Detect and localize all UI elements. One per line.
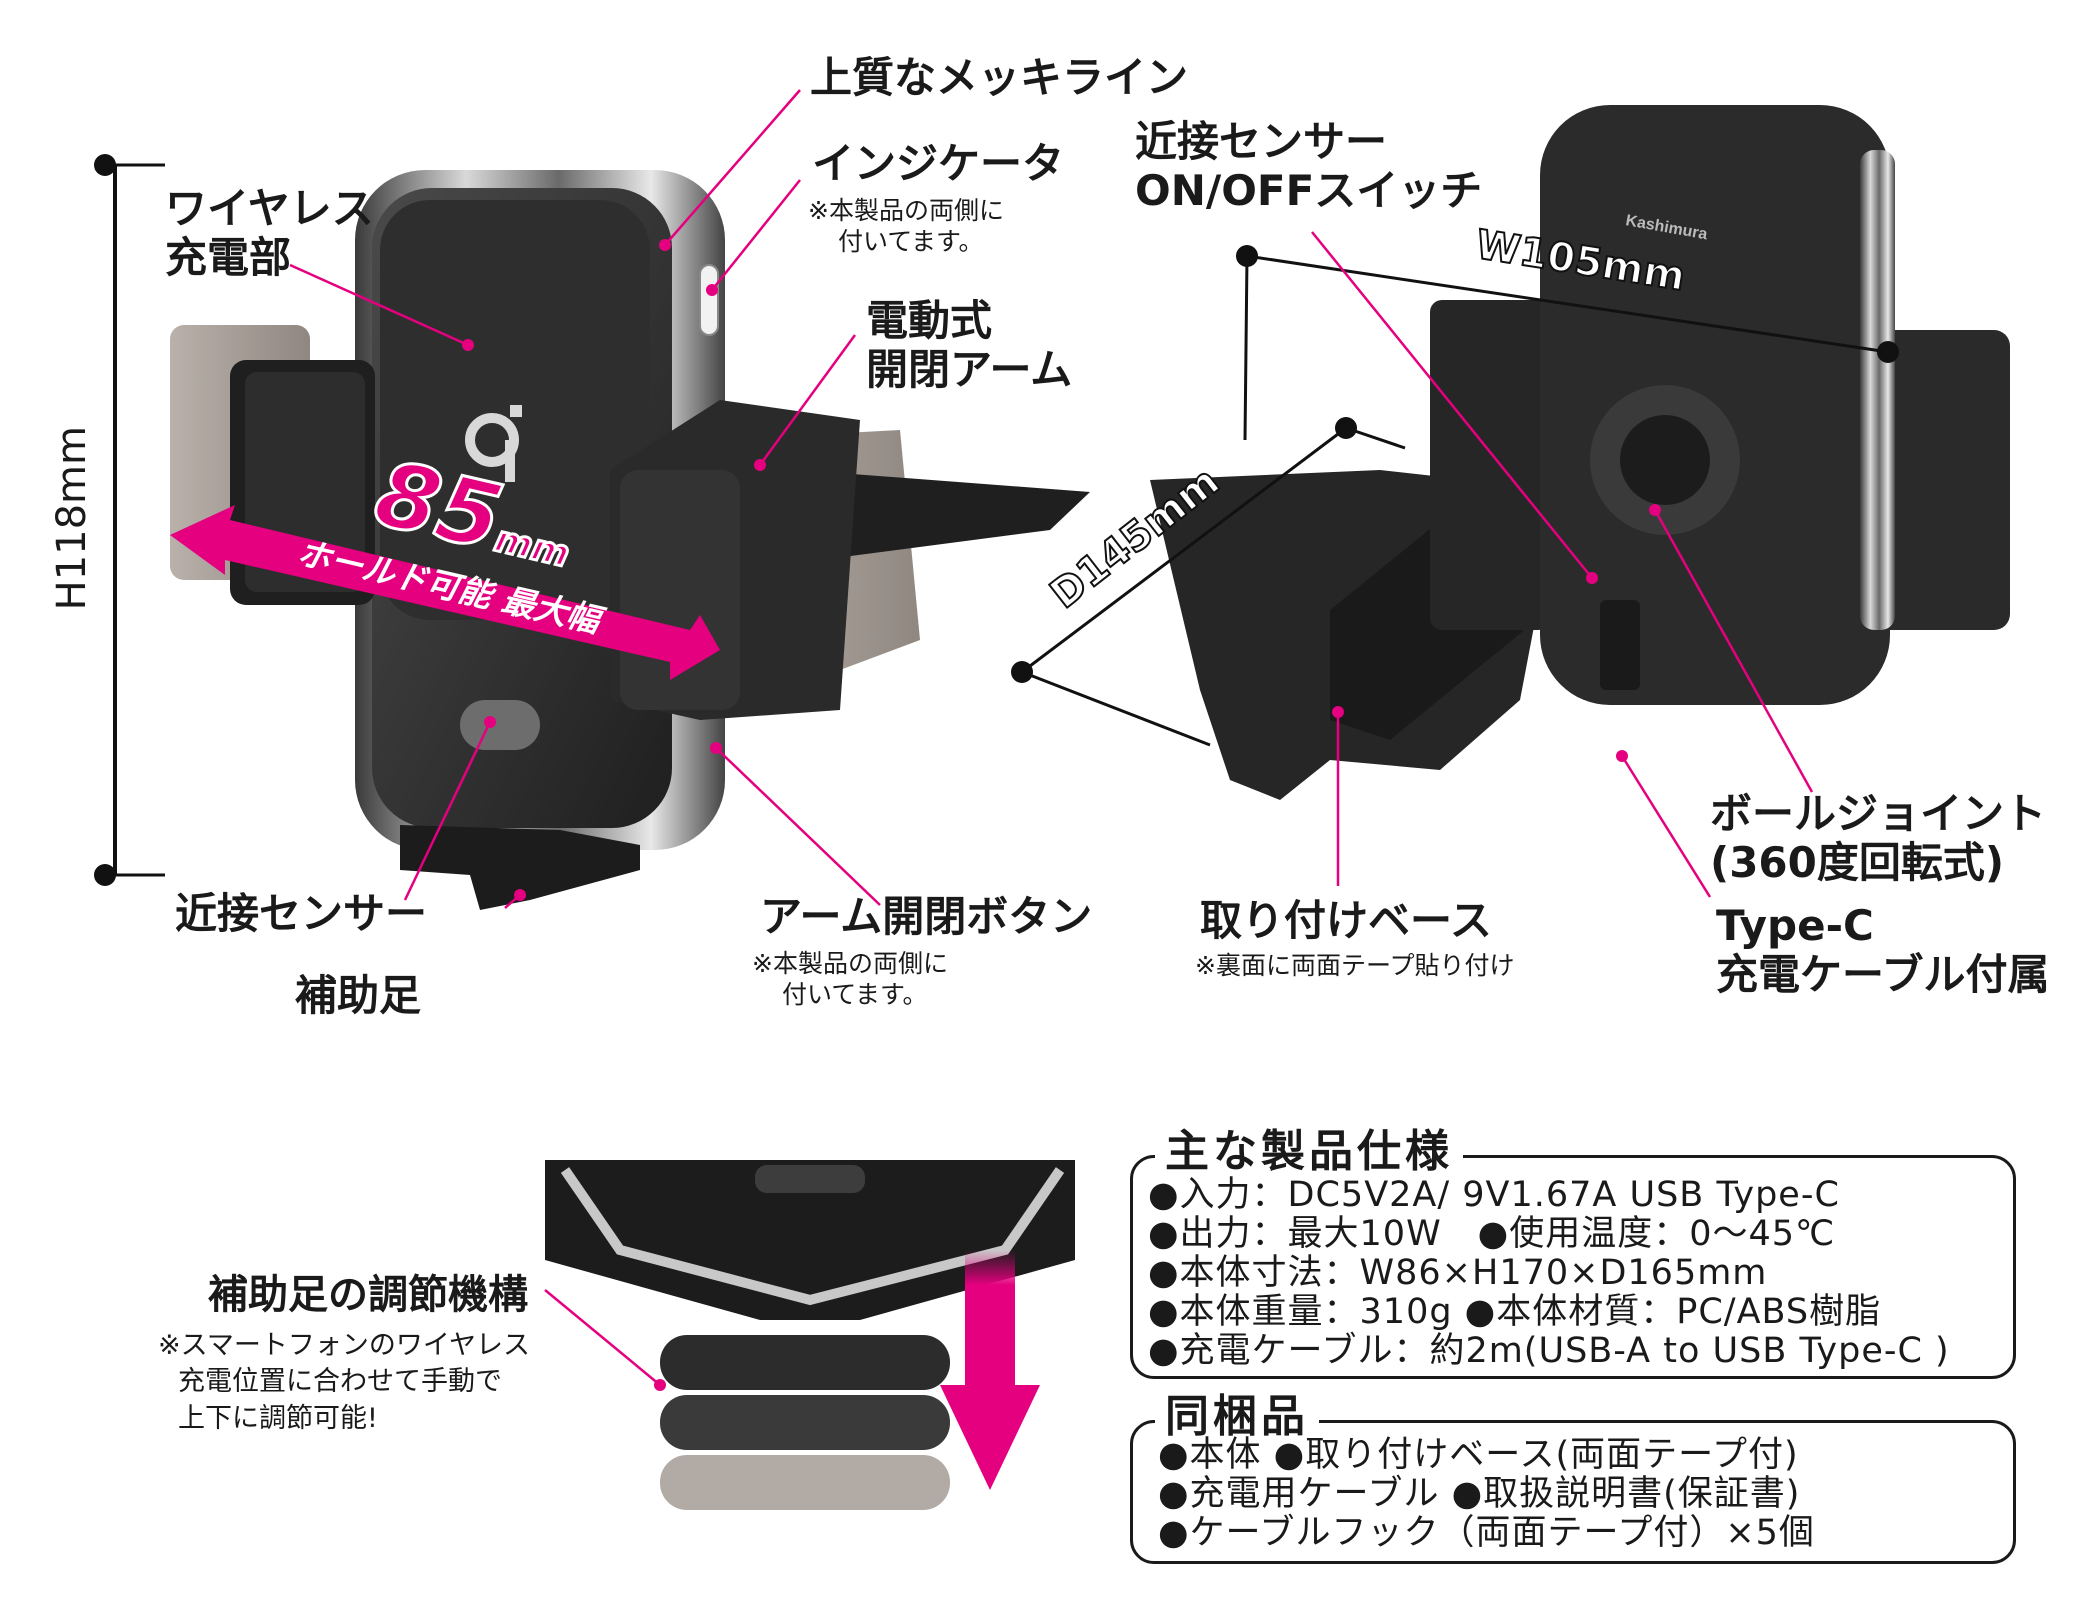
wireless-charger-label: ワイヤレス 充電部 bbox=[165, 184, 374, 282]
indicator-note: ※本製品の両側に 付いてます。 bbox=[808, 196, 1004, 257]
specs-title: 主な製品仕様 bbox=[1155, 1130, 1463, 1174]
aux-foot-label: 補助足 bbox=[295, 971, 422, 1020]
width-dim-dot-left bbox=[1236, 245, 1258, 267]
foot-adjust-note: ※スマートフォンのワイヤレス 充電位置に合わせて手動で 上下に調節可能! bbox=[158, 1330, 531, 1434]
height-dimension-label: H118mm bbox=[48, 426, 95, 611]
spec-line: ●出力：最大10W ●使用温度：0～45℃ bbox=[1148, 1214, 1836, 1254]
spec-line: ●充電ケーブル：約2m(USB-A to USB Type-C ) bbox=[1148, 1331, 1950, 1371]
ball-joint-label: ボールジョイント (360度回転式) bbox=[1710, 789, 2047, 887]
leader-lines bbox=[289, 89, 1814, 1386]
foot-ring-ghost bbox=[660, 1455, 950, 1510]
qi-logo bbox=[465, 405, 522, 482]
hold-width-unit: mm bbox=[489, 517, 574, 577]
contents-line: ●ケーブルフック（両面テープ付）×5個 bbox=[1158, 1513, 1815, 1553]
spec-line: ●本体重量：310g ●本体材質：PC/ABS樹脂 bbox=[1148, 1292, 1882, 1332]
sensor-switch-label: 近接センサー ON/OFFスイッチ bbox=[1135, 117, 1483, 215]
contents-title: 同梱品 bbox=[1155, 1395, 1319, 1439]
bottom-device bbox=[545, 1160, 1075, 1510]
left-device bbox=[170, 170, 1090, 1030]
plating-line-label: 上質なメッキライン bbox=[810, 53, 1189, 102]
spec-line: ●入力：DC5V2A/ 9V1.67A USB Type-C bbox=[1148, 1175, 1840, 1215]
foot-ring-1 bbox=[660, 1335, 950, 1390]
contents-line: ●本体 ●取り付けベース(両面テープ付) bbox=[1158, 1435, 1799, 1475]
height-dim-dot-top bbox=[94, 154, 116, 176]
arm-button-note: ※本製品の両側に 付いてます。 bbox=[752, 949, 948, 1010]
base-label: 取り付けベース bbox=[1200, 896, 1492, 945]
cable-label: Type-C 充電ケーブル付属 bbox=[1716, 901, 2050, 999]
side-chrome bbox=[1860, 150, 1895, 630]
adjust-arrow-shaft bbox=[965, 1250, 1015, 1390]
contents-box bbox=[1130, 1420, 2016, 1564]
contents-line: ●充電用ケーブル ●取扱説明書(保証書) bbox=[1158, 1474, 1801, 1514]
height-dim-dot-bottom bbox=[94, 864, 116, 886]
bottom-chrome-edge bbox=[560, 1167, 1065, 1306]
indicator-light bbox=[699, 264, 719, 336]
foot-adjust-title: 補助足の調節機構 bbox=[208, 1272, 528, 1318]
indicator-label: インジケータ bbox=[812, 139, 1065, 188]
depth-dim-dot-top bbox=[1335, 417, 1357, 439]
motor-arm-label: 電動式 開閉アーム bbox=[866, 296, 1073, 394]
hold-width-arrow bbox=[170, 505, 720, 680]
bottom-body bbox=[545, 1160, 1075, 1320]
right-device-left-arm bbox=[1430, 300, 1550, 630]
arm-button-label: アーム開閉ボタン bbox=[760, 892, 1093, 941]
proximity-sensor-window bbox=[460, 700, 540, 750]
vent-clip bbox=[800, 470, 1090, 560]
width-dim-dot-right bbox=[1877, 341, 1899, 363]
aux-foot-shape bbox=[400, 825, 640, 910]
bottom-sensor bbox=[755, 1165, 865, 1193]
specs-box bbox=[1130, 1155, 2016, 1379]
height-dimension bbox=[100, 163, 165, 877]
spec-line: ●本体寸法：W86×H170×D165mm bbox=[1148, 1253, 1768, 1293]
type-c-plug bbox=[1600, 600, 1640, 690]
base-note: ※裏面に両面テープ貼り付け bbox=[1195, 951, 1515, 980]
depth-dim-dot-bottom bbox=[1011, 661, 1033, 683]
adjust-arrow-head bbox=[940, 1385, 1040, 1490]
foot-ring-2 bbox=[660, 1395, 950, 1450]
proximity-sensor-label: 近接センサー bbox=[175, 889, 428, 938]
width-dimension bbox=[1243, 254, 1889, 441]
leader-dots bbox=[462, 239, 1661, 1391]
